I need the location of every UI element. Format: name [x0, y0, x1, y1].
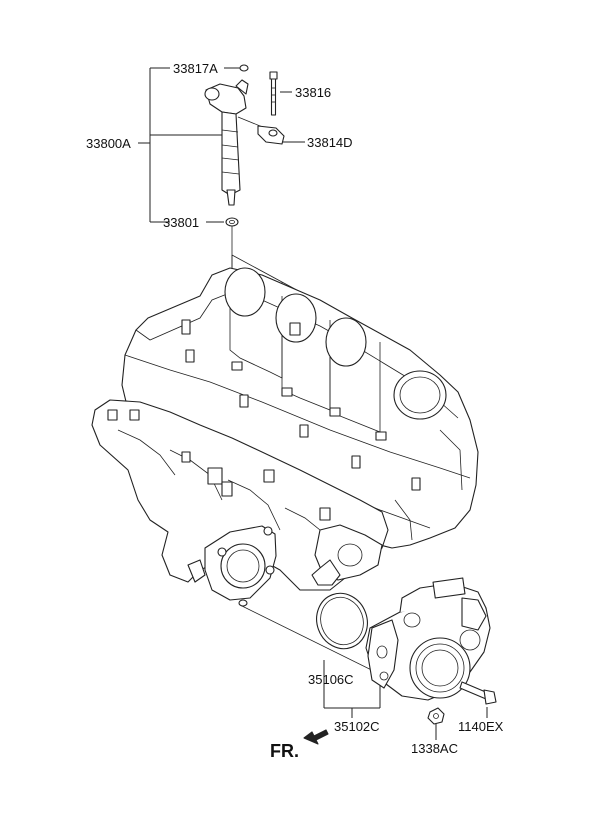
label-1140EX: 1140EX — [458, 719, 504, 734]
fuel-injector — [204, 64, 249, 227]
intake-manifold — [91, 399, 389, 607]
front-arrow — [303, 729, 329, 745]
gasket-ring — [316, 592, 368, 650]
injector-clamp — [257, 125, 285, 145]
label-33801: 33801 — [163, 215, 199, 230]
front-label: FR. — [270, 741, 299, 761]
injector-bolt — [269, 71, 278, 116]
label-33814D: 33814D — [307, 135, 353, 150]
throttle-nut — [427, 707, 445, 725]
label-35102C: 35102C — [334, 719, 380, 734]
throttle-body — [365, 577, 491, 701]
label-35106C: 35106C — [308, 672, 354, 687]
throttle-bolt — [459, 681, 497, 705]
label-33817A: 33817A — [173, 61, 218, 76]
label-1338AC: 1338AC — [411, 741, 458, 756]
label-33816: 33816 — [295, 85, 331, 100]
label-33800A: 33800A — [86, 136, 131, 151]
